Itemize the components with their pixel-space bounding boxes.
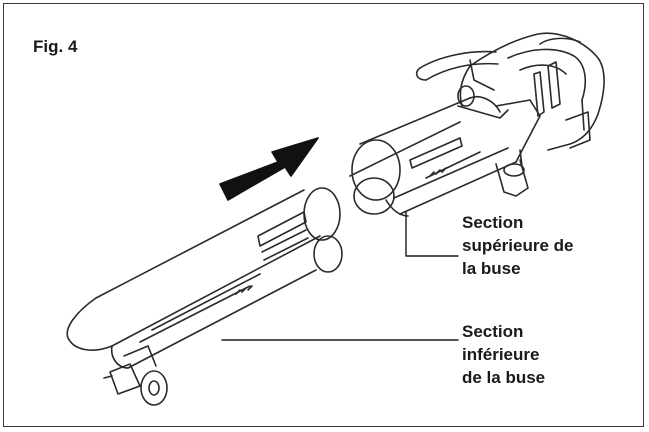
upper-nozzle-section	[349, 96, 541, 217]
callout-lower-line-1: Section	[462, 322, 524, 341]
leader-line-upper	[405, 211, 459, 257]
assembly-direction-arrow	[219, 137, 319, 201]
lower-nozzle-section	[66, 187, 343, 406]
blower-handle	[415, 37, 581, 119]
callout-lower-line-2: inférieure	[462, 345, 540, 364]
blower-motor-housing	[459, 32, 605, 151]
figure-title: Fig. 4	[33, 37, 78, 56]
callout-lower-nozzle-section: Section inférieure de la buse	[462, 320, 545, 389]
callout-upper-line-1: Section	[462, 213, 524, 232]
callout-upper-nozzle-section: Section supérieure de la buse	[462, 211, 574, 280]
callout-upper-line-2: supérieure de	[462, 236, 574, 255]
callout-lower-line-3: de la buse	[462, 368, 546, 387]
callout-upper-line-3: la buse	[462, 259, 521, 278]
